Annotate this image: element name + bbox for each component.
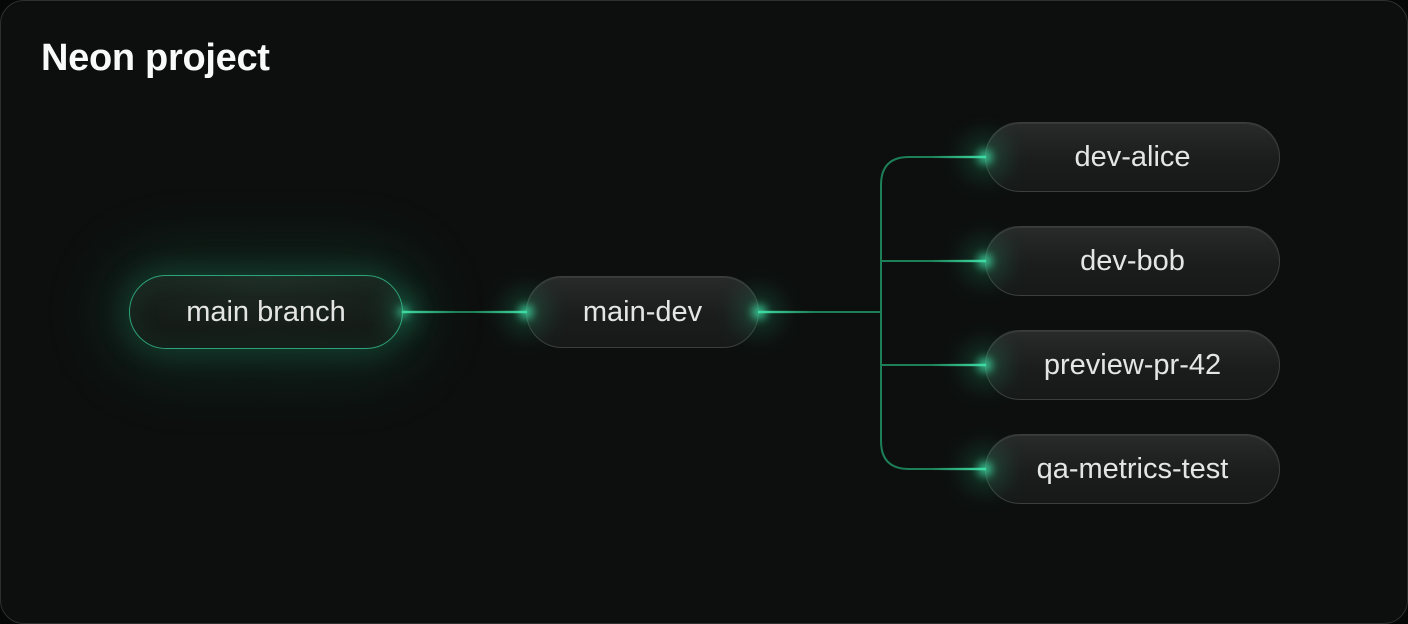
branch-node-dev-bob[interactable]: dev-bob — [985, 226, 1280, 296]
branch-label: main-dev — [582, 295, 703, 328]
connector-trunk-outer — [880, 156, 986, 470]
branch-node-dev-alice[interactable]: dev-alice — [985, 122, 1280, 192]
branch-node-main-dev[interactable]: main-dev — [526, 276, 759, 348]
branch-label: qa-metrics-test — [1036, 452, 1229, 485]
page-title: Neon project — [41, 37, 270, 79]
branch-label: preview-pr-42 — [1043, 348, 1222, 381]
branch-label: dev-bob — [1080, 244, 1185, 277]
branch-label: dev-alice — [1074, 140, 1191, 173]
branch-node-preview-pr-42[interactable]: preview-pr-42 — [985, 330, 1280, 400]
branch-node-main[interactable]: main branch — [129, 275, 403, 349]
branch-label: main branch — [186, 295, 346, 328]
branch-node-qa-metrics-test[interactable]: qa-metrics-test — [985, 434, 1280, 504]
